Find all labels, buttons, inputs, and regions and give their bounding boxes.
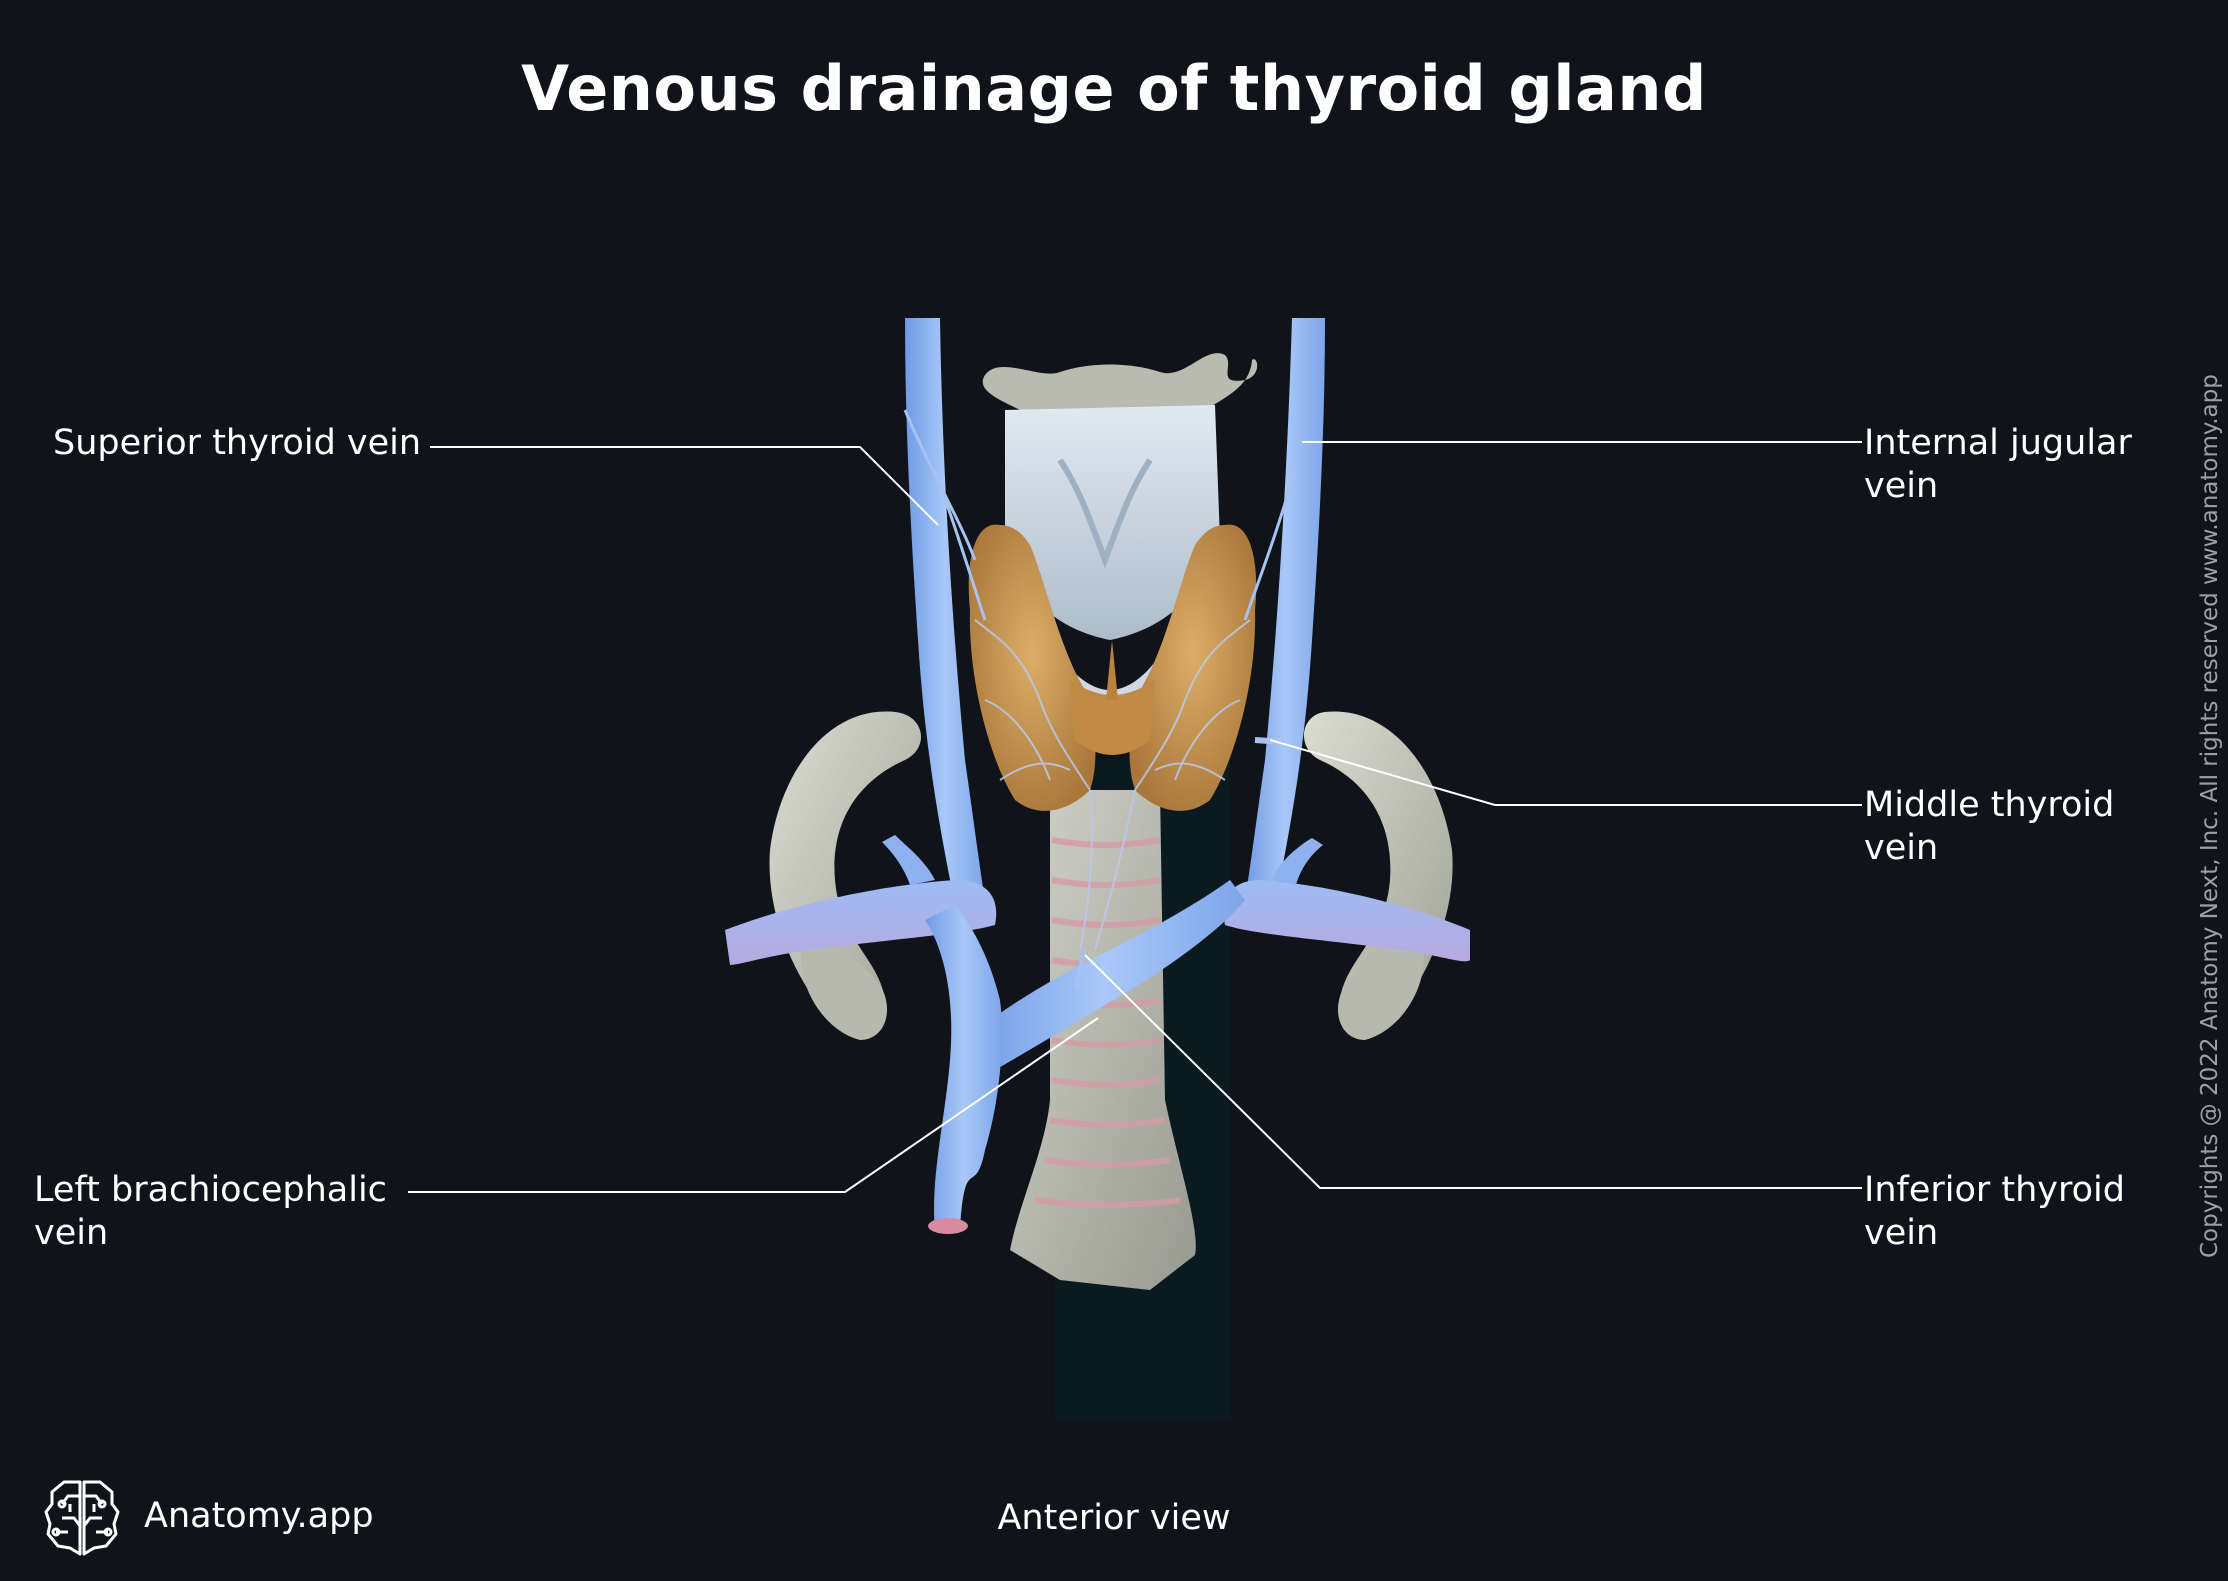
thyroid-gland bbox=[968, 524, 1257, 951]
page-title: Venous drainage of thyroid gland bbox=[521, 52, 1707, 125]
label-superior-thyroid-vein: Superior thyroid vein bbox=[53, 423, 422, 463]
label-internal-jugular-vein: Internal jugular vein bbox=[1864, 423, 2132, 506]
right-clavicle bbox=[1303, 711, 1453, 1040]
right-internal-jugular-vein bbox=[1245, 318, 1325, 905]
left-brachiocephalic-vein bbox=[925, 905, 1002, 1230]
left-clavicle bbox=[769, 711, 922, 1040]
view-caption: Anterior view bbox=[997, 1498, 1231, 1538]
label-middle-thyroid-vein: Middle thyroid vein bbox=[1864, 785, 2115, 868]
left-subclavian-vein bbox=[725, 880, 997, 965]
right-subclavian-vein bbox=[1223, 880, 1470, 962]
brand: Anatomy.app bbox=[40, 1474, 374, 1558]
inferior-thyroid-vein bbox=[1075, 949, 1087, 991]
hyoid-bone bbox=[982, 353, 1258, 418]
vein-cut-end bbox=[928, 1218, 968, 1234]
thyroid-cartilage bbox=[1005, 405, 1220, 640]
brand-name: Anatomy.app bbox=[144, 1496, 374, 1536]
left-external-jugular-branch bbox=[882, 835, 935, 885]
right-external-jugular-branch bbox=[1272, 838, 1323, 885]
copyright-notice: Copyrights @ 2022 Anatomy Next, Inc. All… bbox=[2197, 374, 2223, 1258]
brain-logo-icon bbox=[44, 1480, 120, 1556]
middle-thyroid-vein bbox=[1254, 737, 1286, 745]
label-left-brachiocephalic-vein: Left brachiocephalic vein bbox=[34, 1170, 387, 1253]
label-inferior-thyroid-vein: Inferior thyroid vein bbox=[1864, 1170, 2125, 1253]
